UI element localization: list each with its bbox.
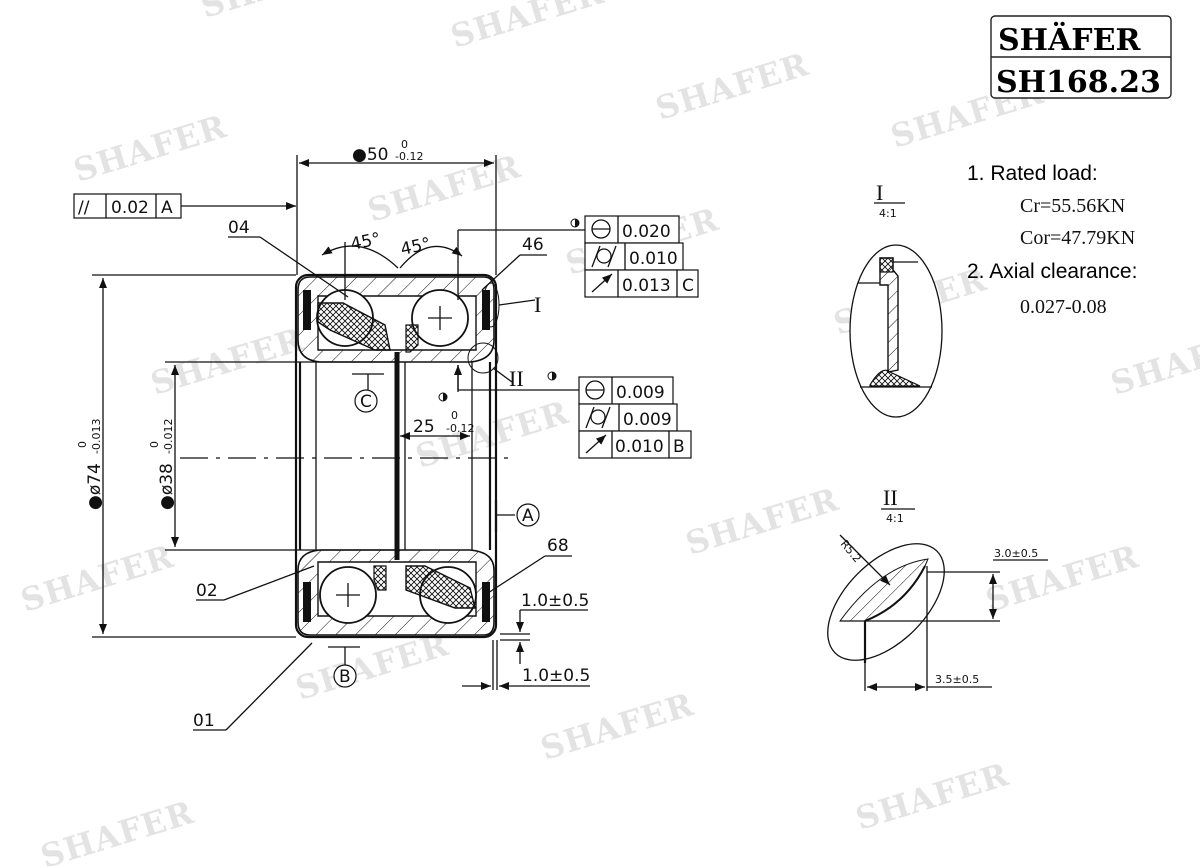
svg-text:-0.12: -0.12: [395, 150, 423, 163]
tolerance-frame-inner: 0.009 0.009 0.010 B: [454, 365, 692, 459]
detail-2-height-dim: 3.0±0.5: [994, 547, 1038, 560]
seal-offset-1: 1.0±0.5: [521, 591, 589, 611]
part-label-04: 04: [228, 218, 250, 238]
watermark: SHAFER: [681, 480, 843, 562]
part-label-02: 02: [196, 581, 218, 601]
svg-text:A: A: [161, 198, 173, 218]
watermark: SHAFER: [196, 0, 358, 26]
inner-ring-width-dimension: 25: [413, 417, 435, 437]
svg-text:0.010: 0.010: [615, 437, 664, 457]
svg-text:0.010: 0.010: [629, 249, 678, 269]
svg-text:C: C: [682, 276, 694, 296]
detail-1-scale: 4:1: [879, 207, 897, 220]
tolerance-frame-outer: 0.020 0.010 0.013 C: [458, 215, 699, 298]
watermark: SHAFER: [536, 685, 698, 767]
part-number: SH168.23: [996, 65, 1161, 100]
detail-2-label: II: [883, 485, 898, 510]
cylindricity-icon: [585, 406, 611, 429]
inner-diameter-dimension: ●ø38: [157, 463, 177, 510]
detail-ref-1: I: [534, 292, 541, 317]
cylindricity-icon: [591, 245, 617, 268]
watermark: SHAFER: [651, 45, 813, 127]
svg-text:0.013: 0.013: [622, 276, 671, 296]
datum-c: C: [360, 392, 372, 412]
seal-offset-2: 1.0±0.5: [522, 666, 590, 686]
specifications: 1. Rated load: Cr=55.56KN Cor=47.79KN 2.…: [967, 162, 1137, 318]
main-section-view: ●50 0 -0.12 // 0.02 A ●ø74 0 -0.013 ●ø3: [73, 138, 699, 731]
brand-name: SHÄFER: [998, 21, 1141, 58]
watermark: SHAFER: [851, 755, 1013, 837]
detail-2-scale: 4:1: [886, 512, 904, 525]
svg-text:-0.012: -0.012: [162, 419, 175, 454]
rated-load-heading: 1. Rated load:: [967, 162, 1098, 185]
axial-clearance-heading: 2. Axial clearance:: [967, 260, 1137, 283]
outer-diameter-dimension: ●ø74: [85, 463, 105, 510]
svg-text:0: 0: [401, 138, 408, 151]
svg-text:0: 0: [451, 409, 458, 422]
watermark: SHAFER: [1106, 320, 1200, 402]
svg-text:0.02: 0.02: [111, 198, 149, 218]
svg-text:-0.013: -0.013: [90, 419, 103, 454]
detail-2-radius: R5.2: [838, 538, 864, 566]
svg-text:0: 0: [76, 441, 89, 448]
watermark: SHAFER: [36, 793, 198, 868]
width-dimension: ●50: [352, 145, 388, 165]
svg-text:0.020: 0.020: [622, 222, 671, 242]
part-label-68: 68: [547, 536, 569, 556]
cr-value: Cr=55.56KN: [1020, 195, 1125, 217]
detail-ref-2: II: [509, 366, 524, 391]
svg-text:0.009: 0.009: [623, 410, 672, 430]
parallelism-tolerance-frame: // 0.02 A: [73, 193, 296, 219]
watermark: SHAFER: [16, 537, 178, 619]
detail-view-1: I 4:1: [849, 180, 943, 418]
runout-icon: [591, 273, 613, 293]
svg-text:0.009: 0.009: [616, 383, 665, 403]
detail-1-label: I: [876, 180, 883, 205]
detail-2-width-dim: 3.5±0.5: [935, 673, 979, 686]
watermark: SHAFER: [69, 107, 231, 189]
title-block: SHÄFER SH168.23: [990, 15, 1172, 100]
angle-right: 45°: [399, 234, 433, 260]
runout-icon: [585, 434, 607, 454]
svg-text:0: 0: [148, 441, 161, 448]
part-label-46: 46: [522, 235, 544, 255]
watermark: SHAFER: [411, 393, 573, 475]
datum-a: A: [522, 506, 534, 526]
svg-text:B: B: [673, 437, 685, 457]
datum-b: B: [339, 667, 351, 687]
watermark: SHAFER: [446, 0, 608, 56]
axial-clearance-value: 0.027-0.08: [1020, 296, 1107, 318]
angle-left: 45°: [349, 229, 383, 255]
cor-value: Cor=47.79KN: [1020, 227, 1135, 249]
svg-text:-0.12: -0.12: [446, 422, 474, 435]
parallelism-symbol: //: [78, 198, 90, 218]
part-label-01: 01: [193, 711, 215, 731]
